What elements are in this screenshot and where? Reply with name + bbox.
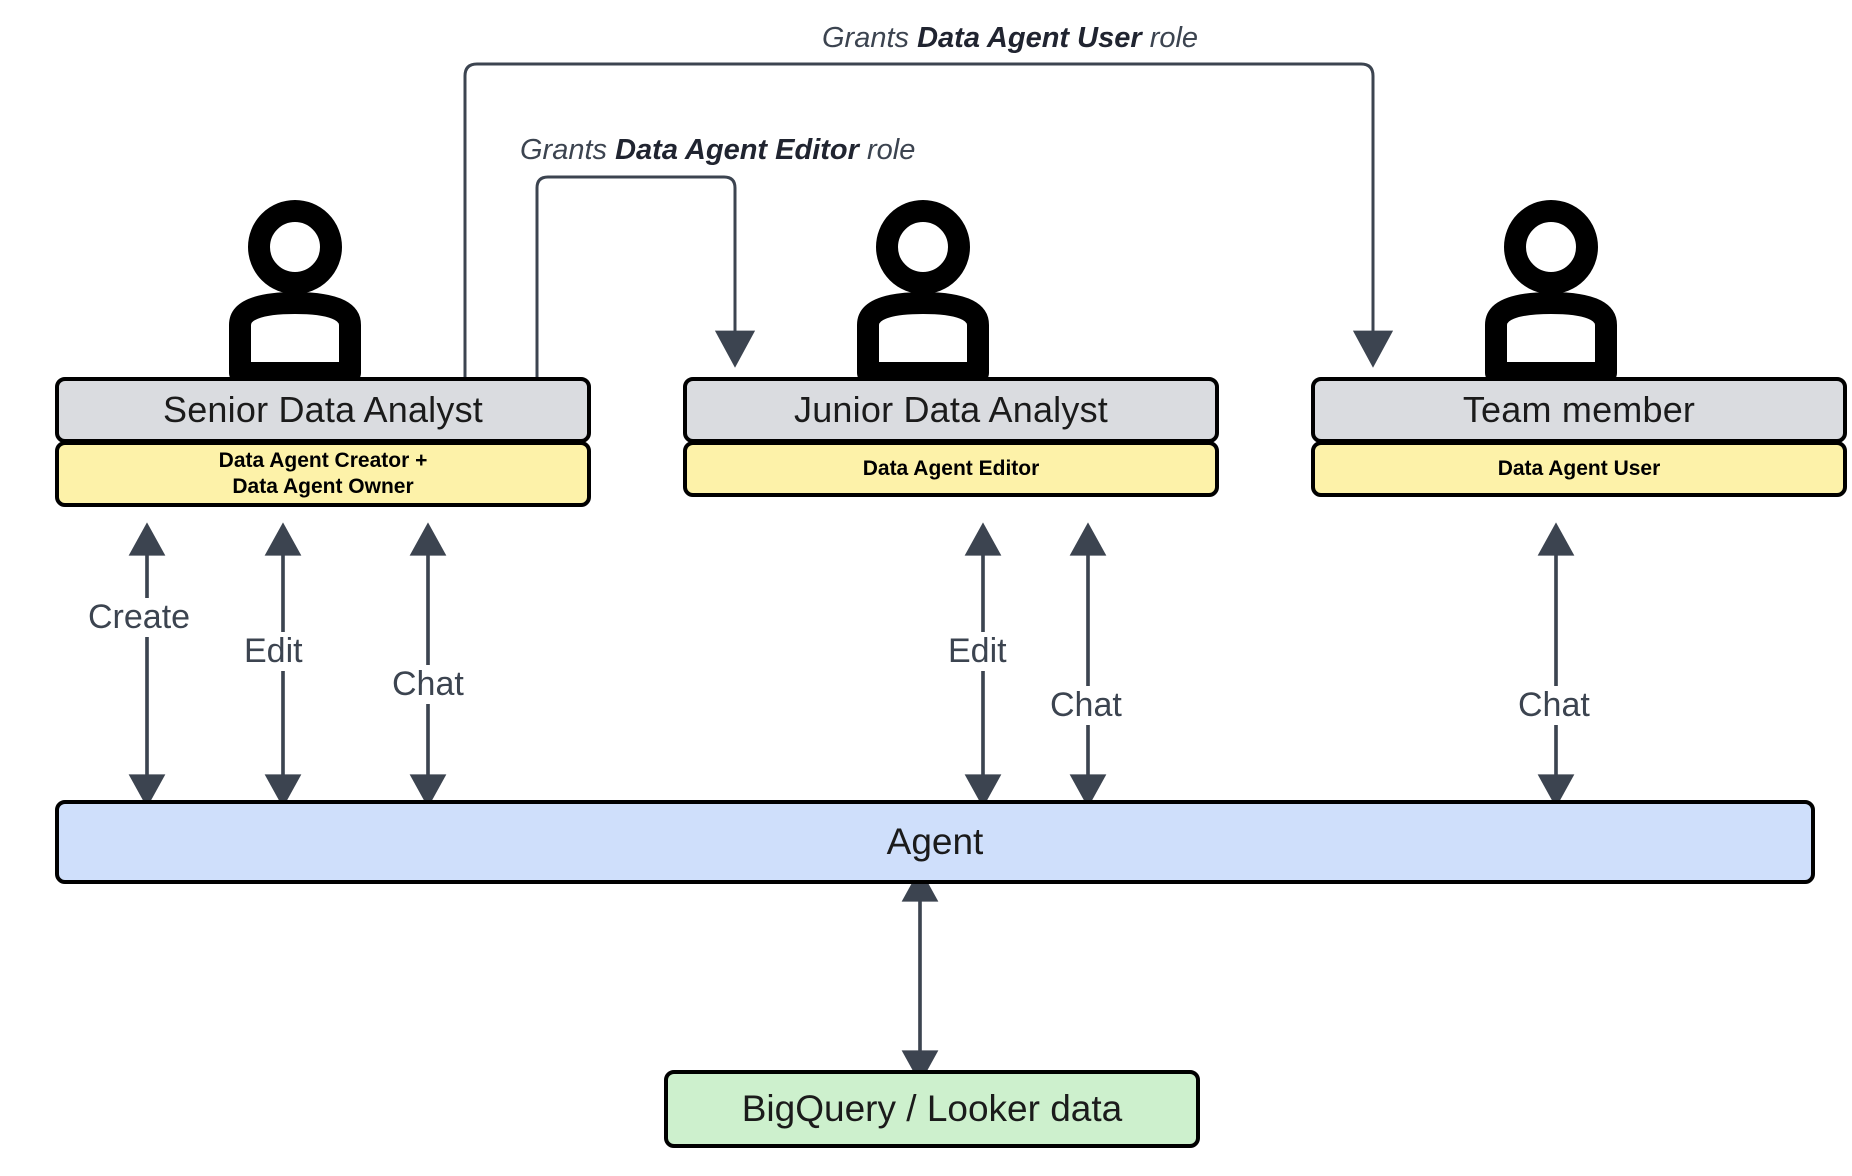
persona-title-senior[interactable]: Senior Data Analyst [55, 377, 591, 443]
persona-role-senior-line2: Data Agent Owner [232, 475, 414, 498]
grant-user-role: Data Agent User [917, 22, 1142, 54]
persona-senior-data-analyst[interactable]: Senior Data Analyst Data Agent Creator +… [55, 377, 591, 507]
persona-title-junior[interactable]: Junior Data Analyst [683, 377, 1219, 443]
person-icon-junior [857, 200, 989, 384]
grant-editor-role: Data Agent Editor [615, 134, 859, 166]
person-icon-senior [229, 200, 361, 384]
persona-role-senior-line1: Data Agent Creator + [218, 448, 428, 472]
persona-title-team-label: Team member [1462, 389, 1696, 430]
edge-label-team-chat: Chat [1514, 686, 1594, 725]
grant-label-editor: Grants Data Agent Editor role [520, 134, 915, 167]
grant-editor-suffix: role [858, 134, 916, 166]
grant-editor-prefix: Grants [520, 134, 616, 166]
agent-bar-label: Agent [886, 821, 984, 862]
persona-title-team[interactable]: Team member [1311, 377, 1847, 443]
grant-user-suffix: role [1141, 22, 1199, 54]
edge-label-junior-edit: Edit [944, 632, 1011, 671]
edge-label-junior-chat: Chat [1046, 686, 1126, 725]
connector-grant-editor [535, 175, 756, 380]
persona-junior-data-analyst[interactable]: Junior Data Analyst Data Agent Editor [683, 377, 1219, 497]
data-source-label: BigQuery / Looker data [741, 1088, 1123, 1129]
persona-role-team-line1: Data Agent User [1497, 456, 1661, 480]
edge-label-senior-chat: Chat [388, 665, 468, 704]
agent-bar[interactable]: Agent [55, 800, 1815, 884]
persona-title-senior-label: Senior Data Analyst [163, 389, 483, 430]
persona-role-senior[interactable]: Data Agent Creator + Data Agent Owner [55, 441, 591, 507]
person-icon-team [1485, 200, 1617, 384]
grant-label-user: Grants Data Agent User role [822, 22, 1198, 55]
persona-role-junior-line1: Data Agent Editor [862, 456, 1040, 480]
persona-role-junior[interactable]: Data Agent Editor [683, 441, 1219, 497]
persona-team-member[interactable]: Team member Data Agent User [1311, 377, 1847, 497]
grant-user-prefix: Grants [822, 22, 918, 54]
data-source-box[interactable]: BigQuery / Looker data [664, 1070, 1200, 1148]
persona-title-junior-label: Junior Data Analyst [794, 389, 1108, 430]
edge-label-create: Create [84, 598, 195, 637]
connector-grant-user [463, 62, 1394, 380]
edge-label-senior-edit: Edit [240, 632, 307, 671]
persona-role-team[interactable]: Data Agent User [1311, 441, 1847, 497]
